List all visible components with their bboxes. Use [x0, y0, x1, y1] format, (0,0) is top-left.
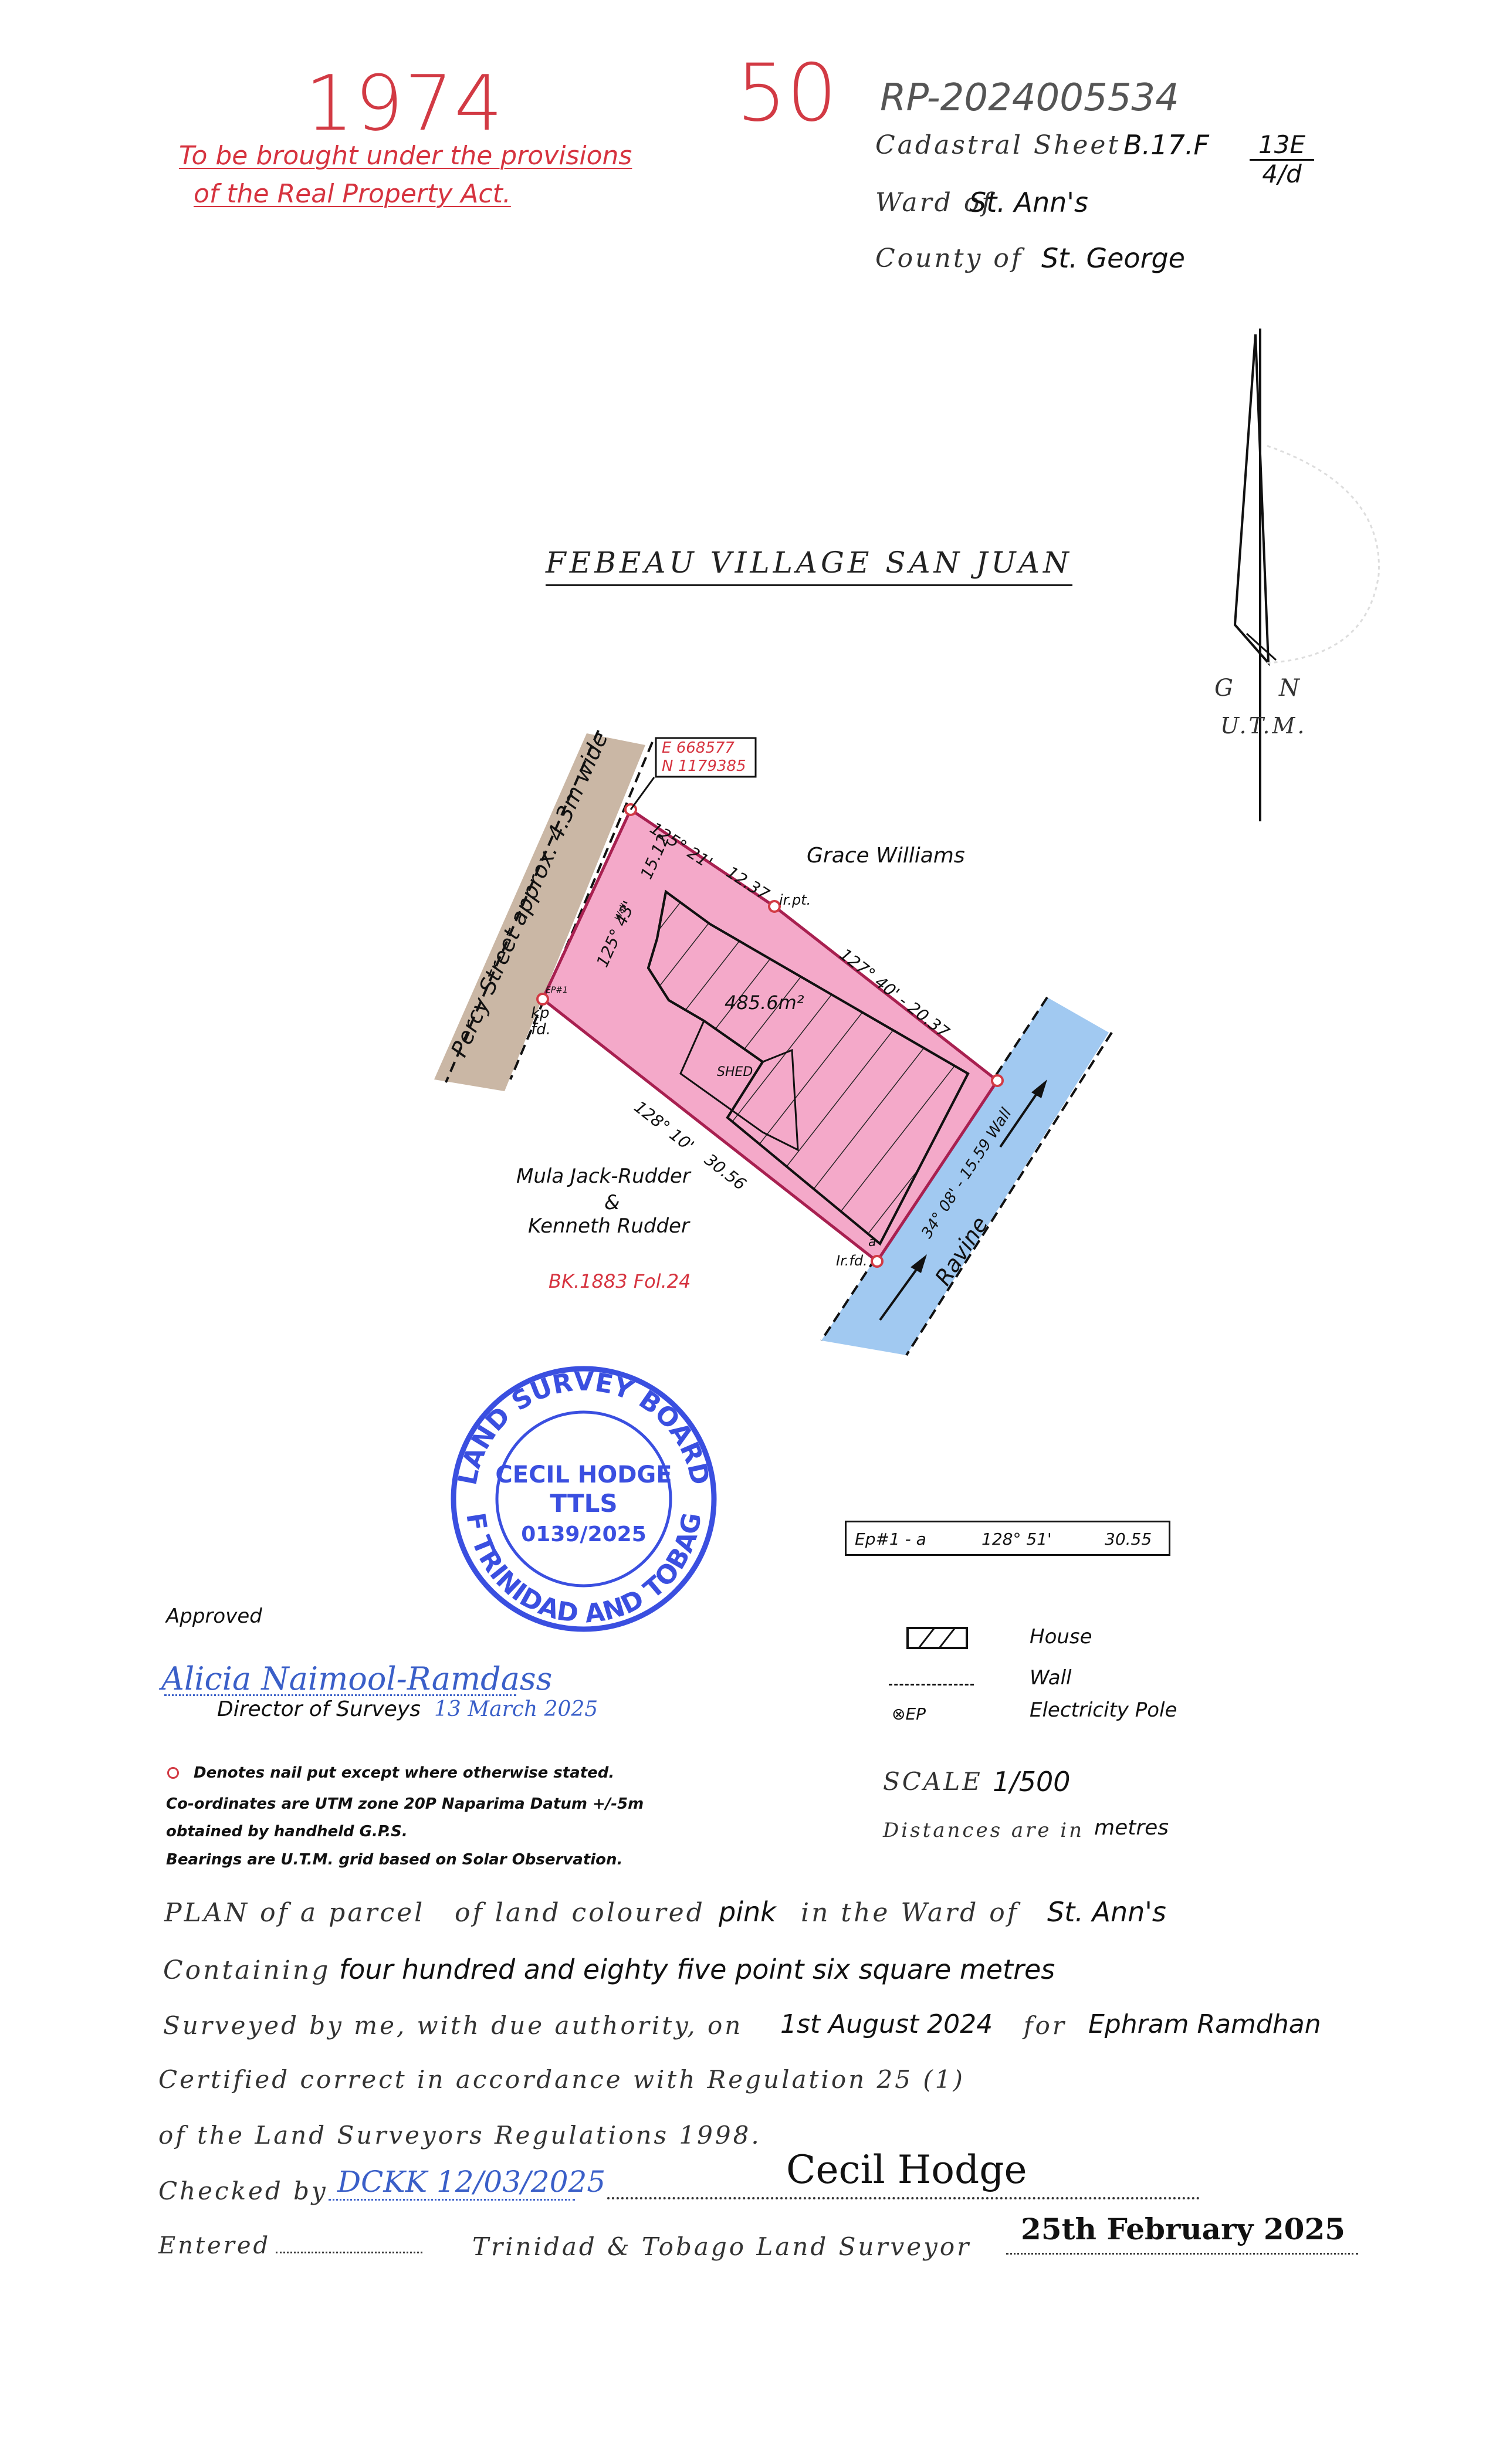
neighbor-grace-williams: Grace Williams: [807, 844, 965, 868]
ward-label: Ward of: [875, 188, 994, 218]
neighbor-mula-jack-rudder: Mula Jack-Rudder: [516, 1165, 691, 1188]
shed-label: SHED: [717, 1065, 753, 1079]
checked-by-initials: DCKK 12/03/2025: [337, 2165, 606, 2199]
neighbor-kenneth-rudder: Kenneth Rudder: [528, 1214, 689, 1238]
cert-l1-d: in the Ward of: [801, 1898, 1020, 1928]
neighbor-ampersand: &: [604, 1191, 620, 1214]
distances-unit: metres: [1094, 1816, 1169, 1840]
note-bearings: Bearings are U.T.M. grid based on Solar …: [166, 1851, 623, 1869]
cert-l1-a: PLAN of a parcel: [164, 1898, 425, 1928]
handwritten-year: 1974: [305, 59, 504, 148]
kp-label: kp: [531, 1004, 550, 1022]
nail-marker-ne: [991, 1074, 1004, 1087]
stamp-name: CECIL HODGE: [495, 1461, 672, 1488]
cert-area-words: four hundred and eighty five point six s…: [339, 1954, 1055, 1985]
surveyor-signature-line: [607, 2197, 1200, 2199]
handwritten-rp-number: RP-2024005534: [880, 76, 1179, 120]
cert-l5: of the Land Surveyors Regulations 1998.: [158, 2121, 761, 2150]
checked-by-label: Checked by: [158, 2177, 328, 2205]
north-n-label: N: [1279, 675, 1302, 702]
cert-client: Ephram Ramdhan: [1088, 2009, 1321, 2039]
note-coordinates-2: obtained by handheld G.P.S.: [166, 1823, 408, 1840]
electricity-pole-symbol: ⊗EP: [892, 1704, 926, 1724]
coordinate-box: [655, 737, 757, 778]
nail-legend-icon: [167, 1767, 179, 1779]
cadastral-label: Cadastral Sheet: [875, 130, 1121, 160]
book-folio-reference: BK.1883 Fol.24: [549, 1270, 691, 1292]
coord-northing: N 1179385: [662, 757, 746, 775]
flow-arrow-1: [879, 1254, 927, 1321]
north-utm-label: U.T.M.: [1220, 713, 1307, 739]
ep-box-label: Ep#1 - a: [855, 1529, 926, 1549]
fd-label: fd.: [531, 1021, 551, 1038]
signature-line: [164, 1694, 516, 1696]
stamp-title: TTLS: [550, 1489, 617, 1518]
county-value: St. George: [1041, 242, 1185, 274]
director-of-surveys-label: Director of Surveys: [217, 1697, 421, 1721]
nail-marker-irpt: [768, 900, 781, 913]
iron-pin-label: ir.pt.: [779, 892, 811, 908]
checked-by-line: [329, 2199, 575, 2201]
legend-electricity-pole: Electricity Pole: [1030, 1698, 1177, 1722]
parcel-area: 485.6m²: [725, 991, 804, 1014]
stamp-number: 0139/2025: [521, 1522, 647, 1546]
legend-wall: Wall: [1030, 1666, 1072, 1690]
ravine-band: [821, 997, 1109, 1355]
handwritten-number: 50: [736, 47, 837, 139]
sheet-number: 13E: [1250, 130, 1314, 161]
director-signature: Alicia Naimool-Ramdass: [161, 1660, 553, 1697]
iron-found-label: Ir.fd.: [836, 1253, 868, 1269]
ep-box-bearing: 128° 51': [981, 1529, 1052, 1549]
cert-l1-pink: pink: [719, 1896, 776, 1928]
scale-value: 1/500: [993, 1766, 1071, 1798]
entered-line: [276, 2252, 422, 2253]
surveyor-signature: Cecil Hodge: [786, 2147, 1027, 2192]
ep1-marker-label: EP#1: [546, 986, 568, 995]
place-title: FEBEAU VILLAGE SAN JUAN: [546, 546, 1072, 586]
ep-box-distance: 30.55: [1105, 1529, 1152, 1549]
cert-l2-a: Containing: [163, 1955, 331, 1985]
distances-label: Distances are in: [883, 1819, 1085, 1842]
scale-label: SCALE: [883, 1767, 983, 1796]
approval-date: 13 March 2025: [434, 1697, 598, 1721]
ward-value: St. Ann's: [969, 187, 1088, 218]
cert-l3-a: Surveyed by me, with due authority, on: [163, 2011, 743, 2040]
county-label: County of: [875, 243, 1024, 273]
provision-line-1: To be brought under the provisions: [179, 141, 632, 171]
cert-l4: Certified correct in accordance with Reg…: [158, 2065, 965, 2094]
north-g-label: G: [1214, 675, 1236, 702]
legend-house: House: [1030, 1625, 1092, 1649]
cert-l3-for: for: [1024, 2011, 1067, 2040]
approved-label: Approved: [166, 1605, 262, 1628]
note-nail: Denotes nail put except where otherwise …: [194, 1764, 615, 1782]
cert-l1-ward: St. Ann's: [1047, 1896, 1166, 1928]
cadastral-value: B.17.F: [1123, 129, 1209, 161]
cert-l1-b: of land coloured: [455, 1898, 705, 1928]
provision-line-2: of the Real Property Act.: [194, 179, 511, 209]
shed-outline: [679, 1019, 799, 1152]
note-coordinates-1: Co-ordinates are UTM zone 20P Naparima D…: [166, 1795, 644, 1813]
land-survey-board-stamp: LAND SURVEY BOARD OF TRINIDAD AND TOBAGO…: [443, 1358, 717, 1632]
percy-street-band: [434, 733, 645, 1091]
point-a-label: a: [868, 1235, 876, 1250]
cert-survey-date: 1st August 2024: [780, 2009, 993, 2039]
nail-marker-sw: [536, 993, 549, 1006]
entered-label: Entered: [158, 2232, 271, 2259]
coord-easting: E 668577: [662, 739, 735, 757]
surveyor-title: Trinidad & Tobago Land Surveyor: [472, 2232, 972, 2261]
survey-date-line: [1006, 2253, 1358, 2255]
ep-bearing-box: Ep#1 - a 128° 51' 30.55: [845, 1521, 1170, 1556]
north-arrow: [1233, 329, 1380, 821]
house-legend-swatch: [906, 1627, 968, 1649]
flow-arrow-2: [999, 1079, 1047, 1148]
wall-legend-line: [889, 1684, 974, 1685]
nail-marker-se: [871, 1255, 884, 1268]
surveyor-sign-date: 25th February 2025: [1021, 2212, 1346, 2246]
sheet-denominator: 4/d: [1262, 160, 1302, 188]
